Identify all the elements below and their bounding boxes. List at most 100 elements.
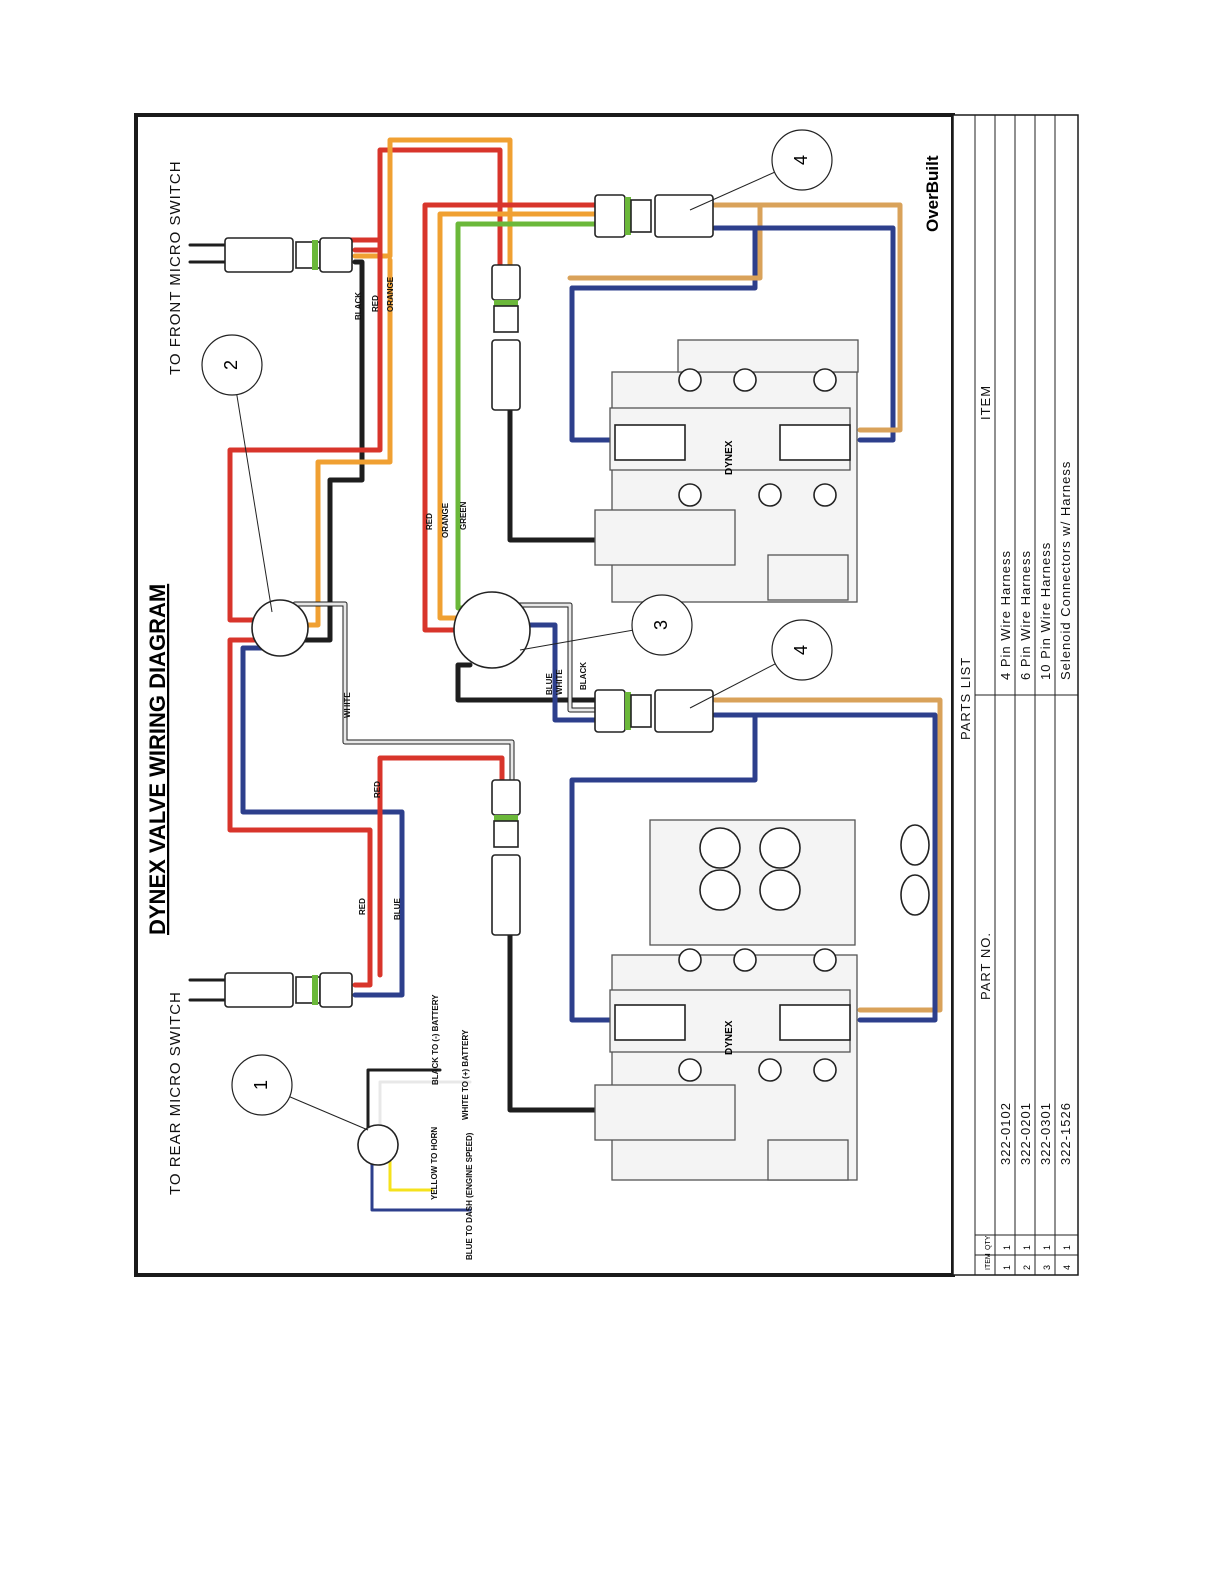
valve-bot-port-5 bbox=[758, 1058, 782, 1082]
parts-row-1-item-no: 1 bbox=[1002, 1265, 1012, 1270]
valve-top-port-5 bbox=[758, 483, 782, 507]
diagram-title: DYNEX VALVE WIRING DIAGRAM bbox=[145, 584, 170, 935]
valve-top-coil-left bbox=[614, 424, 686, 461]
valve-bot-handle-1 bbox=[900, 824, 930, 866]
parts-row-4-item-no: 4 bbox=[1062, 1265, 1072, 1270]
wire-tan-sol-bot bbox=[712, 697, 943, 1013]
label-blue-dash: BLUE TO DASH (ENGINE SPEED) bbox=[465, 1132, 474, 1260]
connectors bbox=[224, 194, 714, 1166]
wires bbox=[188, 137, 943, 1212]
sensor-bot-plug bbox=[491, 854, 521, 936]
callouts: 2 3 4 4 1 bbox=[201, 129, 833, 1131]
valve-top-cap bbox=[677, 339, 859, 373]
solenoid-bot-plug bbox=[654, 689, 714, 733]
valve-bot-handle-2 bbox=[900, 874, 930, 916]
valve-bot-port-6 bbox=[813, 1058, 837, 1082]
wire-black-v bbox=[455, 662, 603, 703]
wire-white-battery bbox=[378, 1080, 472, 1132]
wire-rear-pigtail bbox=[188, 978, 227, 1002]
brand-logo: OverBuilt bbox=[923, 155, 942, 232]
wire-blue-rear bbox=[240, 645, 405, 998]
valve-bot-motor bbox=[767, 1139, 849, 1181]
valve-top-port-4 bbox=[678, 483, 702, 507]
wire-front-pigtail bbox=[188, 243, 227, 264]
valve-bot-lever-port-1 bbox=[699, 827, 741, 869]
rear-switch-seal bbox=[312, 975, 318, 1005]
callout-3-number: 3 bbox=[651, 620, 671, 630]
front-switch-socket bbox=[319, 237, 353, 273]
valve-bot-lever-port-2 bbox=[759, 827, 801, 869]
valve-top-coil-right bbox=[779, 424, 851, 461]
connector-2-6pin bbox=[251, 599, 309, 657]
label-yellow-horn: YELLOW TO HORN bbox=[430, 1127, 439, 1200]
wire-black-battery bbox=[366, 1068, 442, 1132]
valve-bottom bbox=[594, 819, 930, 1181]
valve-bot-sensor bbox=[594, 1084, 736, 1141]
wire-tan-sol-top-r bbox=[712, 202, 903, 433]
solenoid-top-latch bbox=[630, 199, 652, 233]
valve-top-port-6 bbox=[813, 483, 837, 507]
wire-red-mid bbox=[422, 202, 603, 633]
parts-row-1-qty: 1 bbox=[1002, 1245, 1012, 1250]
valve-bot-coil-right bbox=[779, 1004, 851, 1041]
parts-row-2-qty: 1 bbox=[1022, 1245, 1032, 1250]
wire-sensor-top bbox=[507, 397, 603, 543]
callout-4a-number: 4 bbox=[791, 155, 811, 165]
label-black-battery: BLACK TO (-) BATTERY bbox=[431, 994, 440, 1085]
label-red-rear-a: RED bbox=[358, 898, 367, 915]
solenoid-bot-latch bbox=[630, 694, 652, 728]
parts-row-4-item: Selenoid Connectors w/ Harness bbox=[1058, 461, 1073, 680]
rear-switch-label: TO REAR MICRO SWITCH bbox=[167, 991, 184, 1195]
solenoid-bot-seal bbox=[625, 692, 631, 730]
callout-1-number: 1 bbox=[251, 1080, 271, 1090]
valve-bot-lever-port-4 bbox=[759, 869, 801, 911]
label-orange-front: ORANGE bbox=[386, 276, 395, 312]
valve-bot-lever-port-3 bbox=[699, 869, 741, 911]
label-orange-mid: ORANGE bbox=[441, 502, 450, 538]
valve-top bbox=[594, 339, 859, 603]
front-switch-plug bbox=[224, 237, 294, 273]
parts-list-table: PARTS LIST PART NO. ITEM ITEM QTY 1 1 32… bbox=[958, 115, 1078, 1275]
valve-top-port-3 bbox=[813, 368, 837, 392]
valve-bot-port-4 bbox=[678, 1058, 702, 1082]
label-red-mid: RED bbox=[425, 513, 434, 530]
parts-row-4-part-no: 322-1526 bbox=[1058, 1102, 1073, 1165]
parts-header-qty: QTY bbox=[985, 1235, 992, 1250]
callout-3-circle bbox=[631, 594, 693, 656]
parts-row-3-part-no: 322-0301 bbox=[1038, 1102, 1053, 1165]
wire-red-rear bbox=[227, 637, 373, 988]
parts-row-3-qty: 1 bbox=[1042, 1245, 1052, 1250]
callout-4b-number: 4 bbox=[791, 645, 811, 655]
valve-bot-port-1 bbox=[678, 948, 702, 972]
valve-bot-brand: DYNEX bbox=[724, 1020, 735, 1055]
sensor-bot-socket bbox=[491, 779, 521, 816]
wire-blue-dash bbox=[370, 1158, 472, 1212]
front-switch-seal bbox=[312, 240, 318, 270]
parts-row-3-item: 10 Pin Wire Harness bbox=[1038, 542, 1053, 680]
parts-row-2-item: 6 Pin Wire Harness bbox=[1018, 550, 1033, 680]
solenoid-top-socket bbox=[594, 194, 626, 238]
sensor-top-latch bbox=[493, 305, 519, 333]
wire-red-rear-b bbox=[377, 755, 505, 978]
label-green-mid: GREEN bbox=[459, 501, 468, 530]
parts-list-title: PARTS LIST bbox=[958, 657, 973, 740]
wire-black-front bbox=[297, 259, 365, 643]
wire-blue-sol-bot-r bbox=[712, 712, 938, 1023]
parts-row-1-part-no: 322-0102 bbox=[998, 1102, 1013, 1165]
valve-top-brand: DYNEX bbox=[724, 440, 735, 475]
label-black-front: BLACK bbox=[354, 292, 363, 320]
callout-4b-circle bbox=[771, 619, 833, 681]
callout-4a-circle bbox=[771, 129, 833, 191]
label-blue-rear: BLUE bbox=[393, 898, 402, 920]
valve-top-port-2 bbox=[733, 368, 757, 392]
label-white-battery: WHITE TO (+) BATTERY bbox=[461, 1029, 470, 1120]
parts-row-4-qty: 1 bbox=[1062, 1245, 1072, 1250]
parts-header-item: ITEM bbox=[978, 385, 993, 420]
parts-header-item-no: ITEM bbox=[985, 1253, 992, 1270]
wire-blue-v bbox=[517, 622, 603, 723]
label-blue-v: BLUE bbox=[545, 673, 554, 695]
parts-row-2-part-no: 322-0201 bbox=[1018, 1102, 1033, 1165]
wire-sensor-bot bbox=[507, 927, 603, 1113]
